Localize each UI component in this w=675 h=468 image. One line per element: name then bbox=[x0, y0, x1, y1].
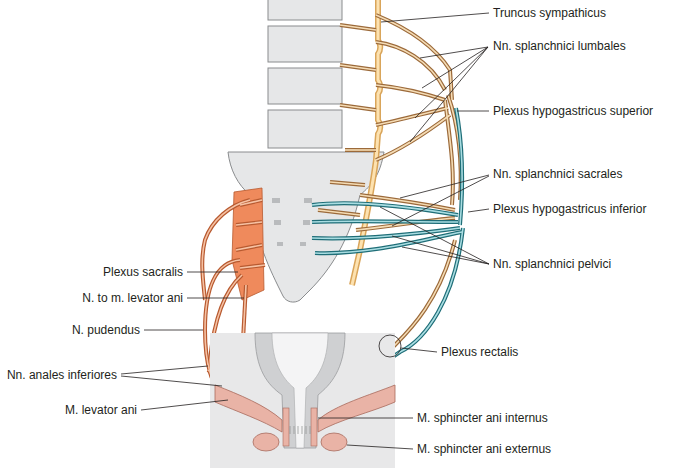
part-label: Plexus sacralis bbox=[103, 265, 183, 279]
foramen bbox=[300, 242, 306, 246]
leader-lines bbox=[121, 13, 489, 449]
part-label: Nn. anales inferiores bbox=[7, 368, 117, 382]
plexus-marker bbox=[379, 335, 401, 357]
tick bbox=[302, 426, 303, 434]
leader-line bbox=[187, 298, 244, 299]
leader-line bbox=[400, 175, 489, 198]
leader-line bbox=[141, 400, 228, 410]
leader-line bbox=[392, 176, 489, 226]
leader-line bbox=[318, 418, 413, 419]
sacrum bbox=[228, 152, 384, 302]
pectinate-line bbox=[290, 426, 310, 434]
levator-ani-muscle bbox=[215, 385, 282, 432]
vertebra bbox=[268, 110, 342, 148]
internal-sphincter bbox=[311, 408, 317, 446]
foramen bbox=[274, 220, 281, 225]
tick bbox=[306, 426, 307, 434]
leader-line bbox=[422, 47, 488, 88]
part-label: M. sphincter ani internus bbox=[417, 411, 548, 425]
tick bbox=[290, 426, 291, 434]
part-label: M. levator ani bbox=[65, 403, 137, 417]
tick bbox=[298, 426, 299, 434]
tick bbox=[310, 426, 311, 434]
leader-line bbox=[381, 13, 489, 22]
leader-line bbox=[121, 366, 208, 374]
part-label: Plexus hypogastricus superior bbox=[493, 104, 653, 118]
part-label: Nn. splanchnici lumbales bbox=[493, 39, 626, 53]
vertebra bbox=[268, 0, 342, 20]
external-sphincter bbox=[321, 433, 347, 451]
foramen bbox=[272, 198, 280, 203]
foramen bbox=[277, 242, 283, 246]
leader-line bbox=[420, 47, 488, 58]
leader-line bbox=[380, 207, 489, 264]
pelvic-floor-panel bbox=[210, 333, 395, 468]
lumbar-spine bbox=[268, 0, 342, 148]
part-label: N. pudendus bbox=[72, 323, 140, 337]
sacral-foramina bbox=[272, 198, 312, 246]
leader-line bbox=[121, 376, 222, 386]
part-label: Plexus hypogastricus inferior bbox=[493, 202, 646, 216]
tick bbox=[294, 426, 295, 434]
part-label: M. sphincter ani externus bbox=[417, 442, 551, 456]
leader-line bbox=[468, 209, 489, 212]
leader-line bbox=[402, 247, 489, 264]
part-label: N. to m. levator ani bbox=[82, 291, 183, 305]
external-sphincter bbox=[253, 433, 279, 451]
foramen bbox=[304, 198, 312, 203]
foramen bbox=[303, 220, 310, 225]
leader-line bbox=[401, 348, 437, 352]
leader-line bbox=[457, 111, 489, 112]
part-label: Nn. splanchnici pelvici bbox=[493, 257, 611, 271]
leader-line bbox=[410, 47, 488, 142]
leader-line bbox=[187, 272, 238, 273]
part-label: Nn. splanchnici sacrales bbox=[493, 167, 622, 181]
part-label: Plexus rectalis bbox=[441, 345, 518, 359]
part-label: Truncus sympathicus bbox=[493, 6, 606, 20]
internal-sphincter bbox=[283, 408, 289, 446]
vertebra bbox=[268, 26, 342, 62]
levator-ani-muscle bbox=[318, 385, 395, 432]
leader-line bbox=[347, 445, 413, 449]
leader-line bbox=[144, 330, 203, 331]
vertebra bbox=[268, 68, 342, 104]
rectum bbox=[255, 333, 345, 448]
leader-line bbox=[392, 236, 489, 264]
leader-line bbox=[415, 47, 488, 118]
